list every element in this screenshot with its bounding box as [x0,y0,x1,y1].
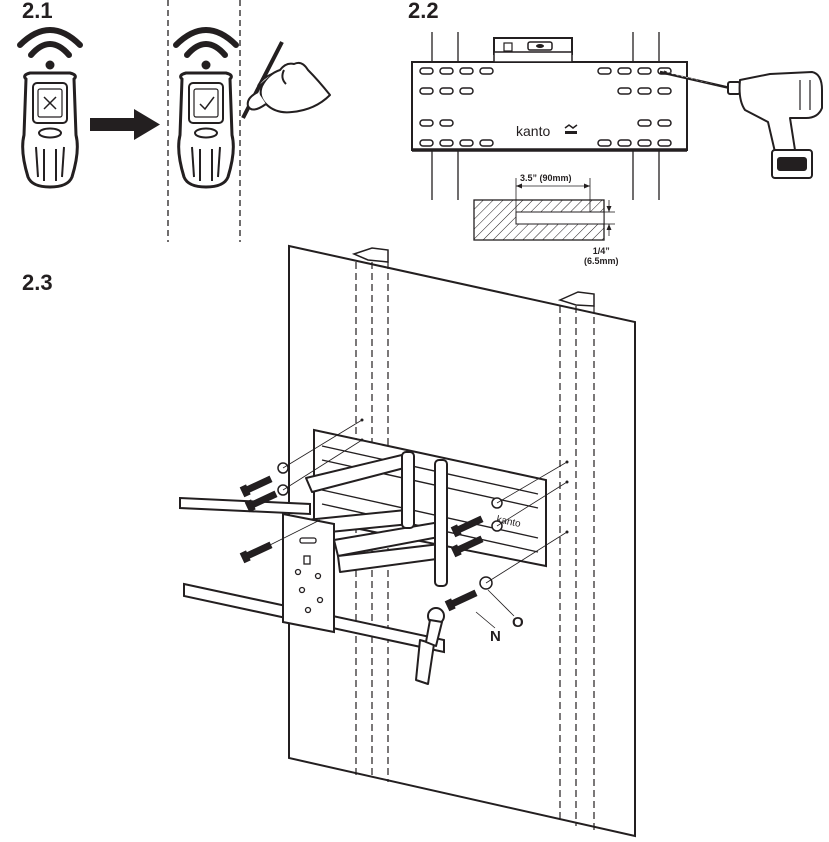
hole-diameter-dimension: 1/4” (6.5mm) [584,246,619,266]
lag-bolts-left [239,475,278,564]
hole-diameter-imperial: 1/4” [592,246,610,256]
part-callout-o: O [512,614,524,631]
vesa-plate [282,512,335,634]
hand-marking-pencil-icon [241,41,331,119]
right-arrow-icon [90,109,160,140]
ratchet-wrench-icon [415,607,445,685]
step-label-2-2: 2.2 [408,0,439,23]
wall-plate [411,61,688,151]
power-drill-icon [659,70,823,179]
lag-bolt-n [444,589,478,612]
hole-diameter-metric: (6.5mm) [584,256,619,266]
step-label-2-1: 2.1 [22,0,53,23]
stud-finder-no-stud-icon [20,30,80,187]
stud-finder-stud-found-icon [176,30,236,187]
plate-brand-text: kanto [516,123,550,139]
level-and-drill-panel: kanto [411,32,823,241]
spirit-level-icon [493,37,573,63]
drill-depth-dimension: 3.5” (90mm) [520,173,572,183]
part-callout-n: N [490,628,501,645]
step-label-2-3: 2.3 [22,270,53,295]
drill-depth-cross-section [473,178,615,241]
wall-mount-assembly: kanto [179,244,636,838]
